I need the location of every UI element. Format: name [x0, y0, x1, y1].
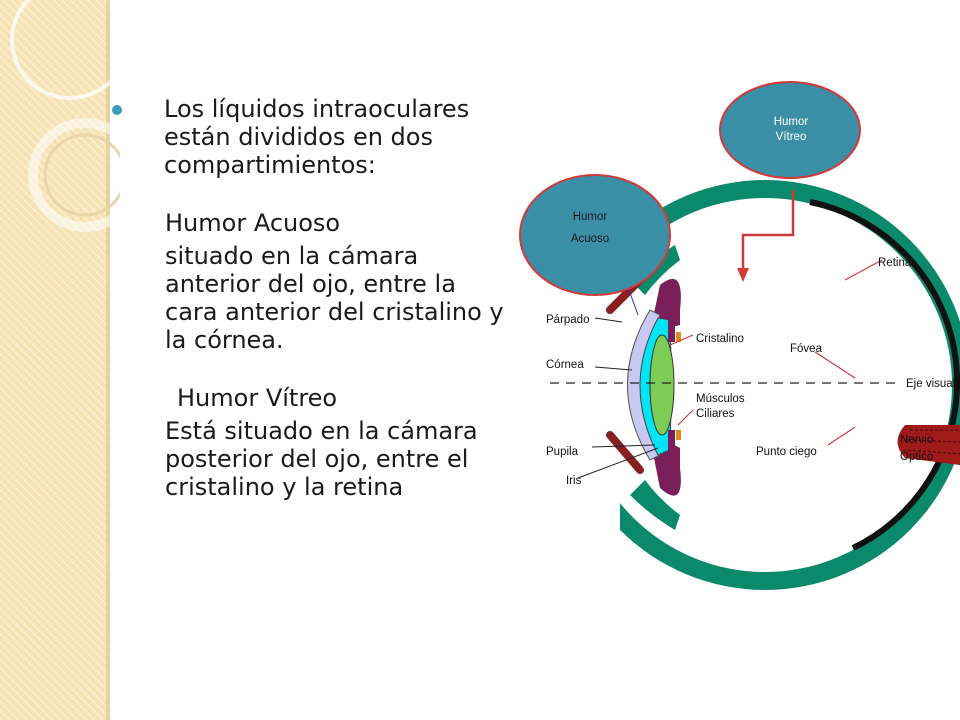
bullet-icon — [112, 105, 122, 115]
eyelid-lower — [606, 431, 644, 474]
label-parpado: Párpado — [546, 314, 589, 326]
sidebar-border — [106, 0, 110, 720]
label-retina: Retina — [878, 257, 912, 269]
eye-diagram: Párpado Córnea Pupila Iris Cristalino Mú… — [519, 81, 960, 590]
retina-layer — [809, 199, 960, 551]
lens — [649, 334, 675, 436]
humor-vitreo-description: Está situado en la cámara posterior del … — [165, 417, 478, 501]
decorative-sidebar — [0, 0, 106, 720]
label-pupila: Pupila — [546, 446, 579, 458]
label-fovea: Fóvea — [790, 343, 823, 355]
label-musculos: Músculos — [696, 393, 745, 405]
slide-text: Los líquidos intraoculares están dividid… — [112, 95, 515, 501]
label-cristalino: Cristalino — [696, 333, 744, 345]
humor-vitreo-heading: Humor Vítreo — [177, 384, 338, 412]
humor-acuoso-heading: Humor Acuoso — [165, 209, 341, 237]
bubble-humor-vitreo-line1: Humor — [774, 116, 809, 128]
bubble-humor-vitreo — [719, 81, 861, 179]
bubble-humor-acuoso — [519, 174, 671, 296]
bubble-humor-vitreo-line2: Vítreo — [776, 131, 807, 143]
label-ciliares: Ciliares — [696, 408, 735, 420]
label-optico: Óptico — [900, 450, 933, 463]
humor-acuoso-description: situado en la cámara anterior del ojo, e… — [165, 242, 504, 354]
optic-nerve — [897, 425, 960, 465]
label-punto-ciego: Punto ciego — [756, 446, 817, 458]
intro-bullet: Los líquidos intraoculares están dividid… — [164, 95, 470, 179]
label-cornea: Córnea — [546, 359, 584, 371]
label-eje-visual: Eje visual — [906, 378, 955, 390]
bubble-humor-acuoso-line1: Humor — [573, 211, 608, 223]
bubble-humor-acuoso-line2: Acuoso — [571, 233, 609, 245]
label-nervio: Nervio — [900, 434, 933, 446]
label-iris: Iris — [566, 475, 582, 487]
